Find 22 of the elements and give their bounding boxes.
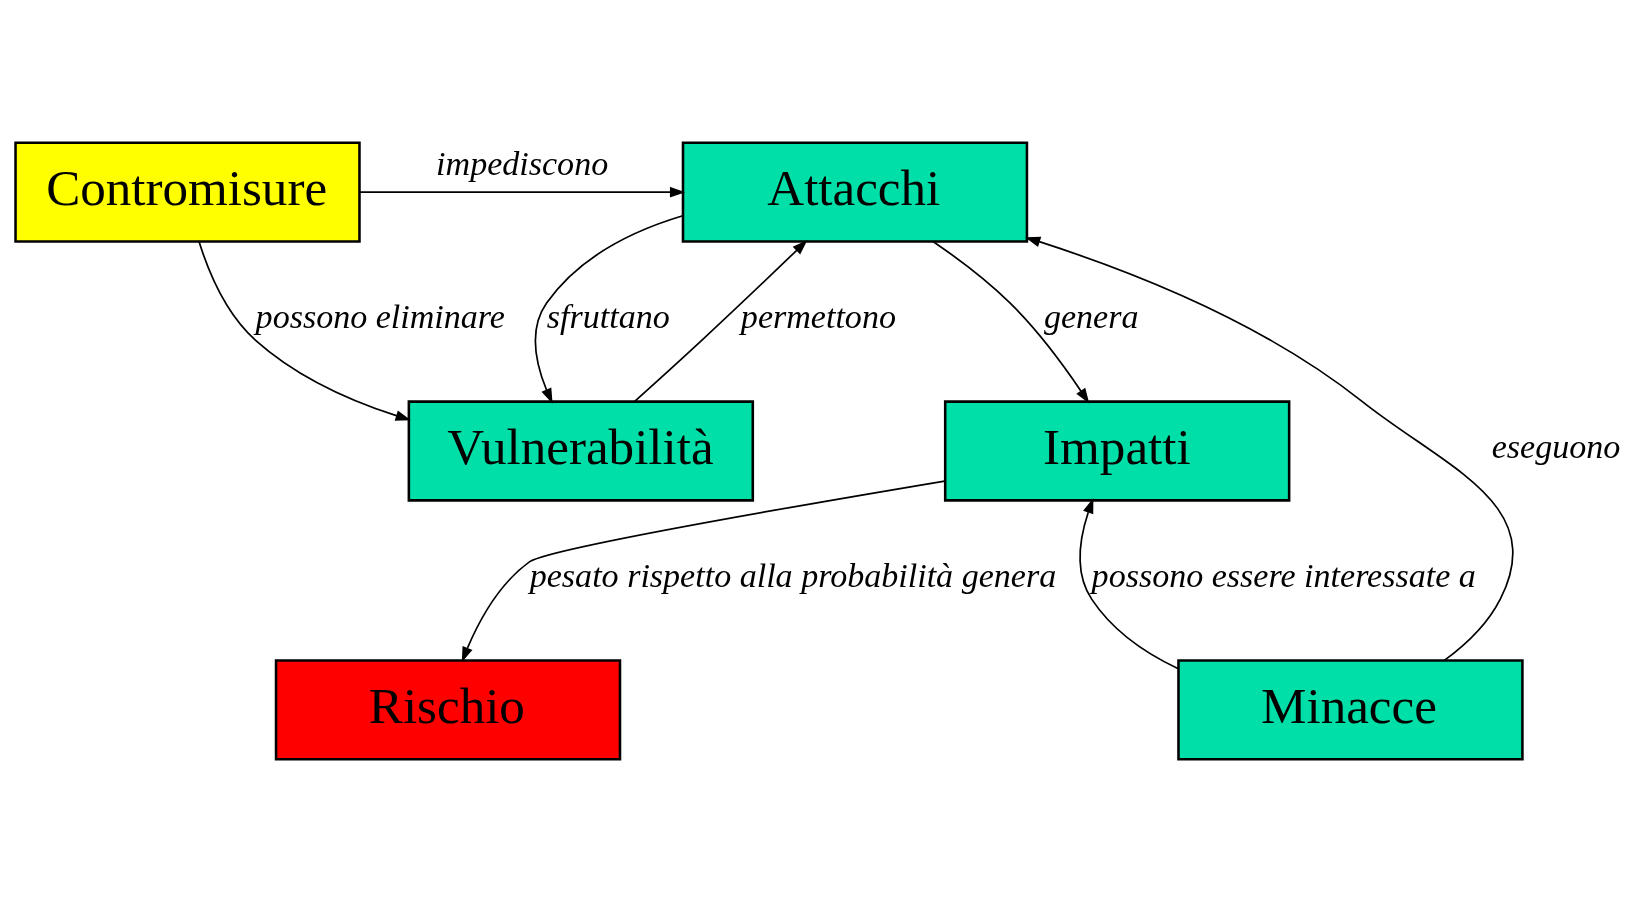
node-box: Contromisure bbox=[14, 141, 361, 243]
node-box: Rischio bbox=[274, 659, 622, 761]
arrow bbox=[633, 239, 808, 403]
arrow bbox=[198, 241, 411, 421]
edge-label: eseguono bbox=[1491, 427, 1621, 465]
node-box: Impatti bbox=[943, 400, 1291, 502]
edge-label: permettono bbox=[740, 298, 896, 336]
edge-label: impediscono bbox=[436, 145, 609, 183]
node-box: Attacchi bbox=[681, 141, 1029, 243]
arrow bbox=[461, 480, 946, 663]
arrow bbox=[1079, 498, 1180, 670]
edge-label: possono essere interessate a bbox=[1091, 557, 1476, 595]
node-box: Minacce bbox=[1177, 659, 1524, 761]
arrow bbox=[932, 241, 1090, 404]
edge-label: sfruttano bbox=[546, 298, 670, 336]
arrow bbox=[534, 214, 684, 404]
arrow bbox=[1025, 236, 1514, 662]
edge-label: possono eliminare bbox=[255, 298, 505, 336]
arrow bbox=[358, 186, 686, 198]
edge-label: genera bbox=[1043, 298, 1139, 336]
edge-label: pesato rispetto alla probabilità genera bbox=[529, 557, 1057, 595]
node-box: Vulnerabilità bbox=[407, 400, 755, 502]
